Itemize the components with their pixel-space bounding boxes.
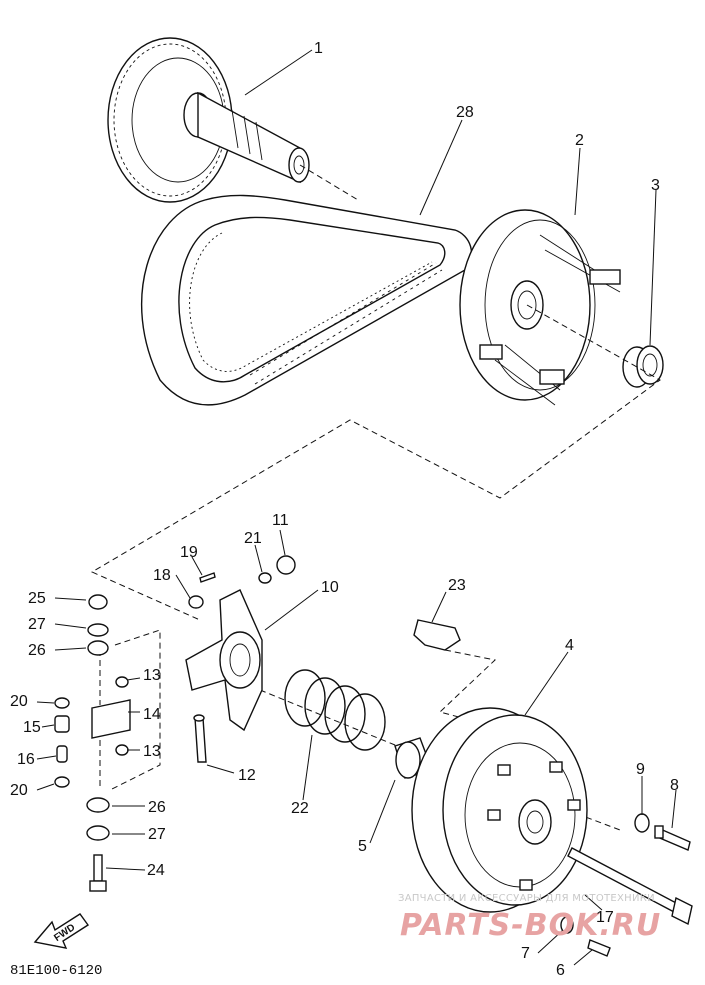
callout-17: 17 <box>596 909 614 926</box>
callout-1: 1 <box>314 40 323 57</box>
callout-4: 4 <box>565 637 574 654</box>
callout-8: 8 <box>670 777 679 794</box>
callout-26b: 26 <box>148 799 166 816</box>
callout-20a: 20 <box>10 693 28 710</box>
small-parts-stack <box>54 594 131 892</box>
callout-13b: 13 <box>143 743 161 760</box>
callout-15: 15 <box>23 719 41 736</box>
callout-19: 19 <box>180 544 198 561</box>
callout-24: 24 <box>147 862 165 879</box>
callout-20b: 20 <box>10 782 28 799</box>
screw-washer-drawing <box>560 916 611 957</box>
callout-11: 11 <box>272 512 289 529</box>
fwd-arrow-icon: FWD <box>33 913 90 949</box>
fixed-sheave-drawing <box>459 209 621 406</box>
callout-labels: 1 2 3 4 5 6 7 8 9 10 11 12 13 13 14 15 1… <box>10 40 679 979</box>
callout-28: 28 <box>456 104 474 121</box>
callout-13a: 13 <box>143 667 161 684</box>
secondary-cover-drawing <box>411 707 588 913</box>
diagram-code: 81E100-6120 <box>10 963 102 979</box>
watermark: ЗАПЧАСТИ И АКСЕССУАРЫ ДЛЯ МОТОТЕХНИКИ PA… <box>398 893 661 943</box>
bracket-drawing <box>413 619 461 651</box>
callout-27a: 27 <box>28 616 46 633</box>
callout-22: 22 <box>291 800 309 817</box>
watermark-line2: PARTS-BOK.RU <box>400 908 661 943</box>
callout-14: 14 <box>143 706 161 723</box>
primary-sheave-drawing <box>107 37 310 203</box>
callout-12: 12 <box>238 767 256 784</box>
spring-drawing <box>284 669 386 751</box>
callout-9: 9 <box>636 761 645 778</box>
callout-21: 21 <box>244 530 262 547</box>
callout-23: 23 <box>448 577 466 594</box>
callout-7: 7 <box>521 945 530 962</box>
callout-dashes <box>36 597 146 871</box>
callout-26a: 26 <box>28 642 46 659</box>
callout-5: 5 <box>358 838 367 855</box>
callout-16: 16 <box>17 751 35 768</box>
bolt-washer-drawing <box>634 813 691 851</box>
drive-belt-drawing <box>140 194 473 406</box>
collar-drawing <box>622 345 664 388</box>
callout-6: 6 <box>556 962 565 979</box>
pin-drawing <box>193 714 207 763</box>
slider-body-drawing <box>185 589 263 732</box>
callout-25: 25 <box>28 590 46 607</box>
callout-10: 10 <box>321 579 339 596</box>
assembly-guide-lines <box>90 164 661 831</box>
top-small-parts <box>188 555 296 609</box>
watermark-line1: ЗАПЧАСТИ И АКСЕССУАРЫ ДЛЯ МОТОТЕХНИКИ <box>398 893 655 904</box>
callout-3: 3 <box>651 177 660 194</box>
callout-2: 2 <box>575 132 584 149</box>
callout-27b: 27 <box>148 826 166 843</box>
callout-18: 18 <box>153 567 171 584</box>
long-bolt-drawing <box>567 847 693 926</box>
leader-lines <box>126 49 677 966</box>
